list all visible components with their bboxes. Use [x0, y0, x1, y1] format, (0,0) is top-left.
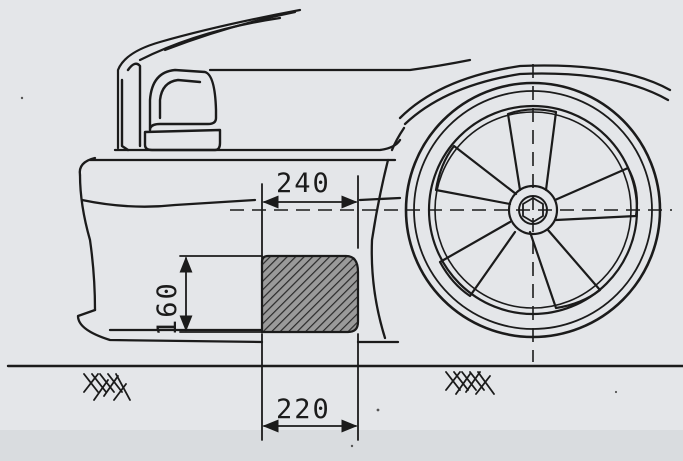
dimension-top-width: 240 [261, 168, 359, 263]
dimension-bottom-width: 220 [261, 333, 359, 441]
ground-hatch-left [83, 373, 131, 401]
car-hood [116, 8, 472, 150]
dimension-label-top-width: 240 [276, 168, 331, 199]
wheel-arch [398, 64, 672, 126]
headlight [120, 62, 222, 152]
ground-hatch-right [445, 371, 495, 395]
dimension-label-height: 160 [152, 281, 183, 336]
wheel-spokes [434, 108, 639, 310]
paper-bottom-shade [0, 430, 683, 461]
hatched-clearance-block [260, 254, 360, 334]
dimension-label-bottom-width: 220 [276, 394, 331, 425]
paper-specks [20, 96, 618, 448]
wheel-centerlines [230, 64, 672, 362]
dimension-height: 160 [152, 255, 263, 336]
